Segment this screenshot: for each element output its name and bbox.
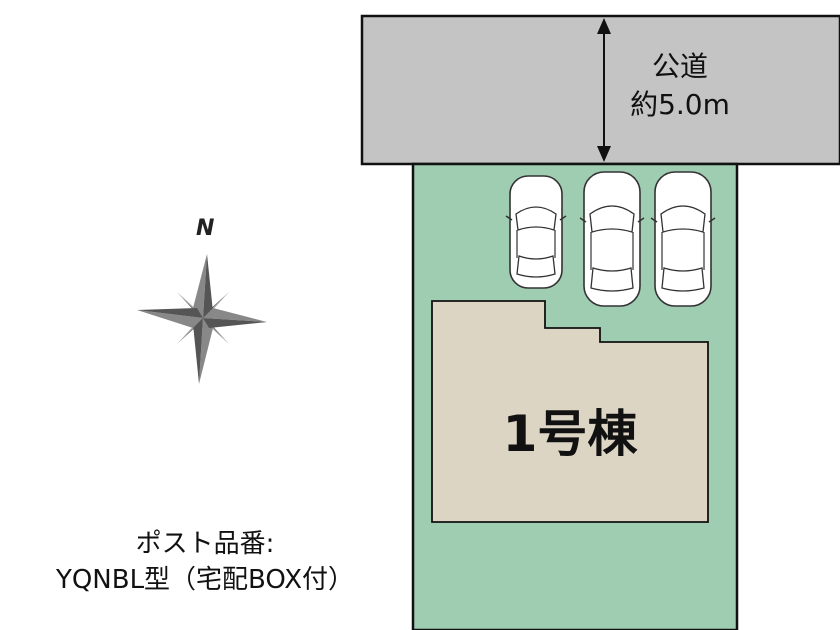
building-label: 1号棟 xyxy=(502,405,638,463)
car-icon xyxy=(579,171,645,307)
road-width-arrow xyxy=(597,18,611,162)
road-name: 公道 xyxy=(651,50,708,83)
post-model: YQNBL型（宅配BOX付） xyxy=(55,565,355,595)
car-icon xyxy=(505,175,567,289)
public-road xyxy=(360,14,840,166)
road-width: 約5.0m xyxy=(630,88,730,121)
compass-north-label: N xyxy=(196,216,215,241)
post-info: ポスト品番: YQNBL型（宅配BOX付） xyxy=(0,526,410,598)
car-icon xyxy=(650,171,716,307)
compass-rose-icon xyxy=(137,254,267,384)
building-footprint xyxy=(431,300,709,523)
post-title: ポスト品番: xyxy=(135,529,275,559)
road-label: 公道 約5.0m xyxy=(600,48,760,124)
